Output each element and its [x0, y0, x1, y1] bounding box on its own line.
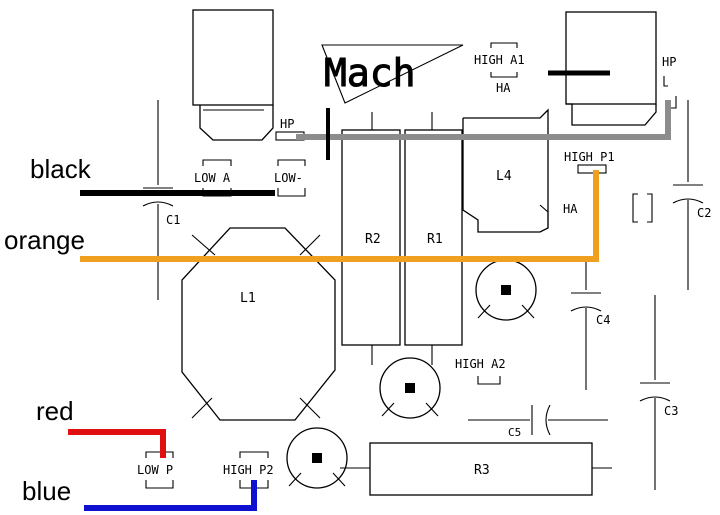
r2-label: R2 [365, 232, 381, 247]
top-right-connector [565, 11, 657, 126]
c3-label: C3 [664, 404, 678, 418]
pad-low-p: LOW P [137, 451, 174, 489]
trimmer-pot-2 [379, 357, 441, 419]
low-minus-label: LOW- [274, 171, 303, 185]
r3-label: R3 [474, 463, 490, 478]
r1-label: R1 [427, 232, 443, 247]
pad-ha-mid: HA [563, 202, 578, 216]
high-a1-label: HIGH A1 [474, 53, 525, 67]
wire-label-red: red [36, 396, 74, 426]
ha-top-label: HA [496, 81, 511, 95]
wire-label-orange: orange [4, 225, 85, 255]
pad-high-a2: HIGH A2 [455, 357, 506, 385]
inductor-l4: L4 [462, 108, 549, 233]
high-a2-label: HIGH A2 [455, 357, 506, 371]
l4-label: L4 [496, 169, 512, 184]
mach-logo: Mach [321, 44, 464, 104]
wire-label-blue: blue [22, 476, 71, 506]
pad-high-p2: HIGH P2 [223, 451, 274, 489]
high-p2-label: HIGH P2 [223, 463, 274, 477]
c4-label: C4 [596, 313, 610, 327]
c2-label: C2 [697, 206, 711, 220]
pad-high-a1: HIGH A1 HA [474, 42, 525, 95]
c5-label: C5 [508, 426, 521, 439]
capacitor-c1: C1 [142, 100, 180, 300]
c1-label: C1 [166, 213, 180, 227]
resistor-r3: R3 [340, 442, 612, 496]
capacitor-c4: C4 [570, 260, 610, 390]
wire-orange [80, 170, 599, 262]
small-bracket [632, 193, 653, 223]
capacitor-c5: C5 [468, 404, 608, 439]
trimmer-pot-3 [286, 427, 348, 489]
ha-mid-label: HA [563, 202, 578, 216]
hp-right-label: HP [662, 55, 676, 69]
wire-label-black: black [30, 154, 92, 184]
wire-blue [84, 480, 257, 511]
hp-left-label: HP [280, 117, 294, 131]
logo-text: Mach [324, 51, 416, 95]
wire-red [68, 429, 166, 458]
capacitor-c2: C2 [672, 100, 711, 290]
pad-low-minus: LOW- [274, 159, 306, 197]
wire-gray [296, 100, 671, 140]
resistor-r1: R1 [404, 112, 463, 365]
capacitor-c3: C3 [639, 295, 678, 490]
trimmer-pot-1 [475, 259, 537, 321]
resistor-r2: R2 [341, 112, 401, 365]
l1-label: L1 [240, 291, 256, 306]
top-left-connector [192, 9, 274, 141]
pad-hp-right: HP [662, 55, 677, 109]
high-p1-label: HIGH P1 [564, 150, 615, 164]
low-p-label: LOW P [137, 463, 173, 477]
inductor-l1: L1 [181, 227, 336, 421]
low-a-label: LOW A [194, 171, 231, 185]
pad-high-p1: HIGH P1 [564, 150, 615, 174]
